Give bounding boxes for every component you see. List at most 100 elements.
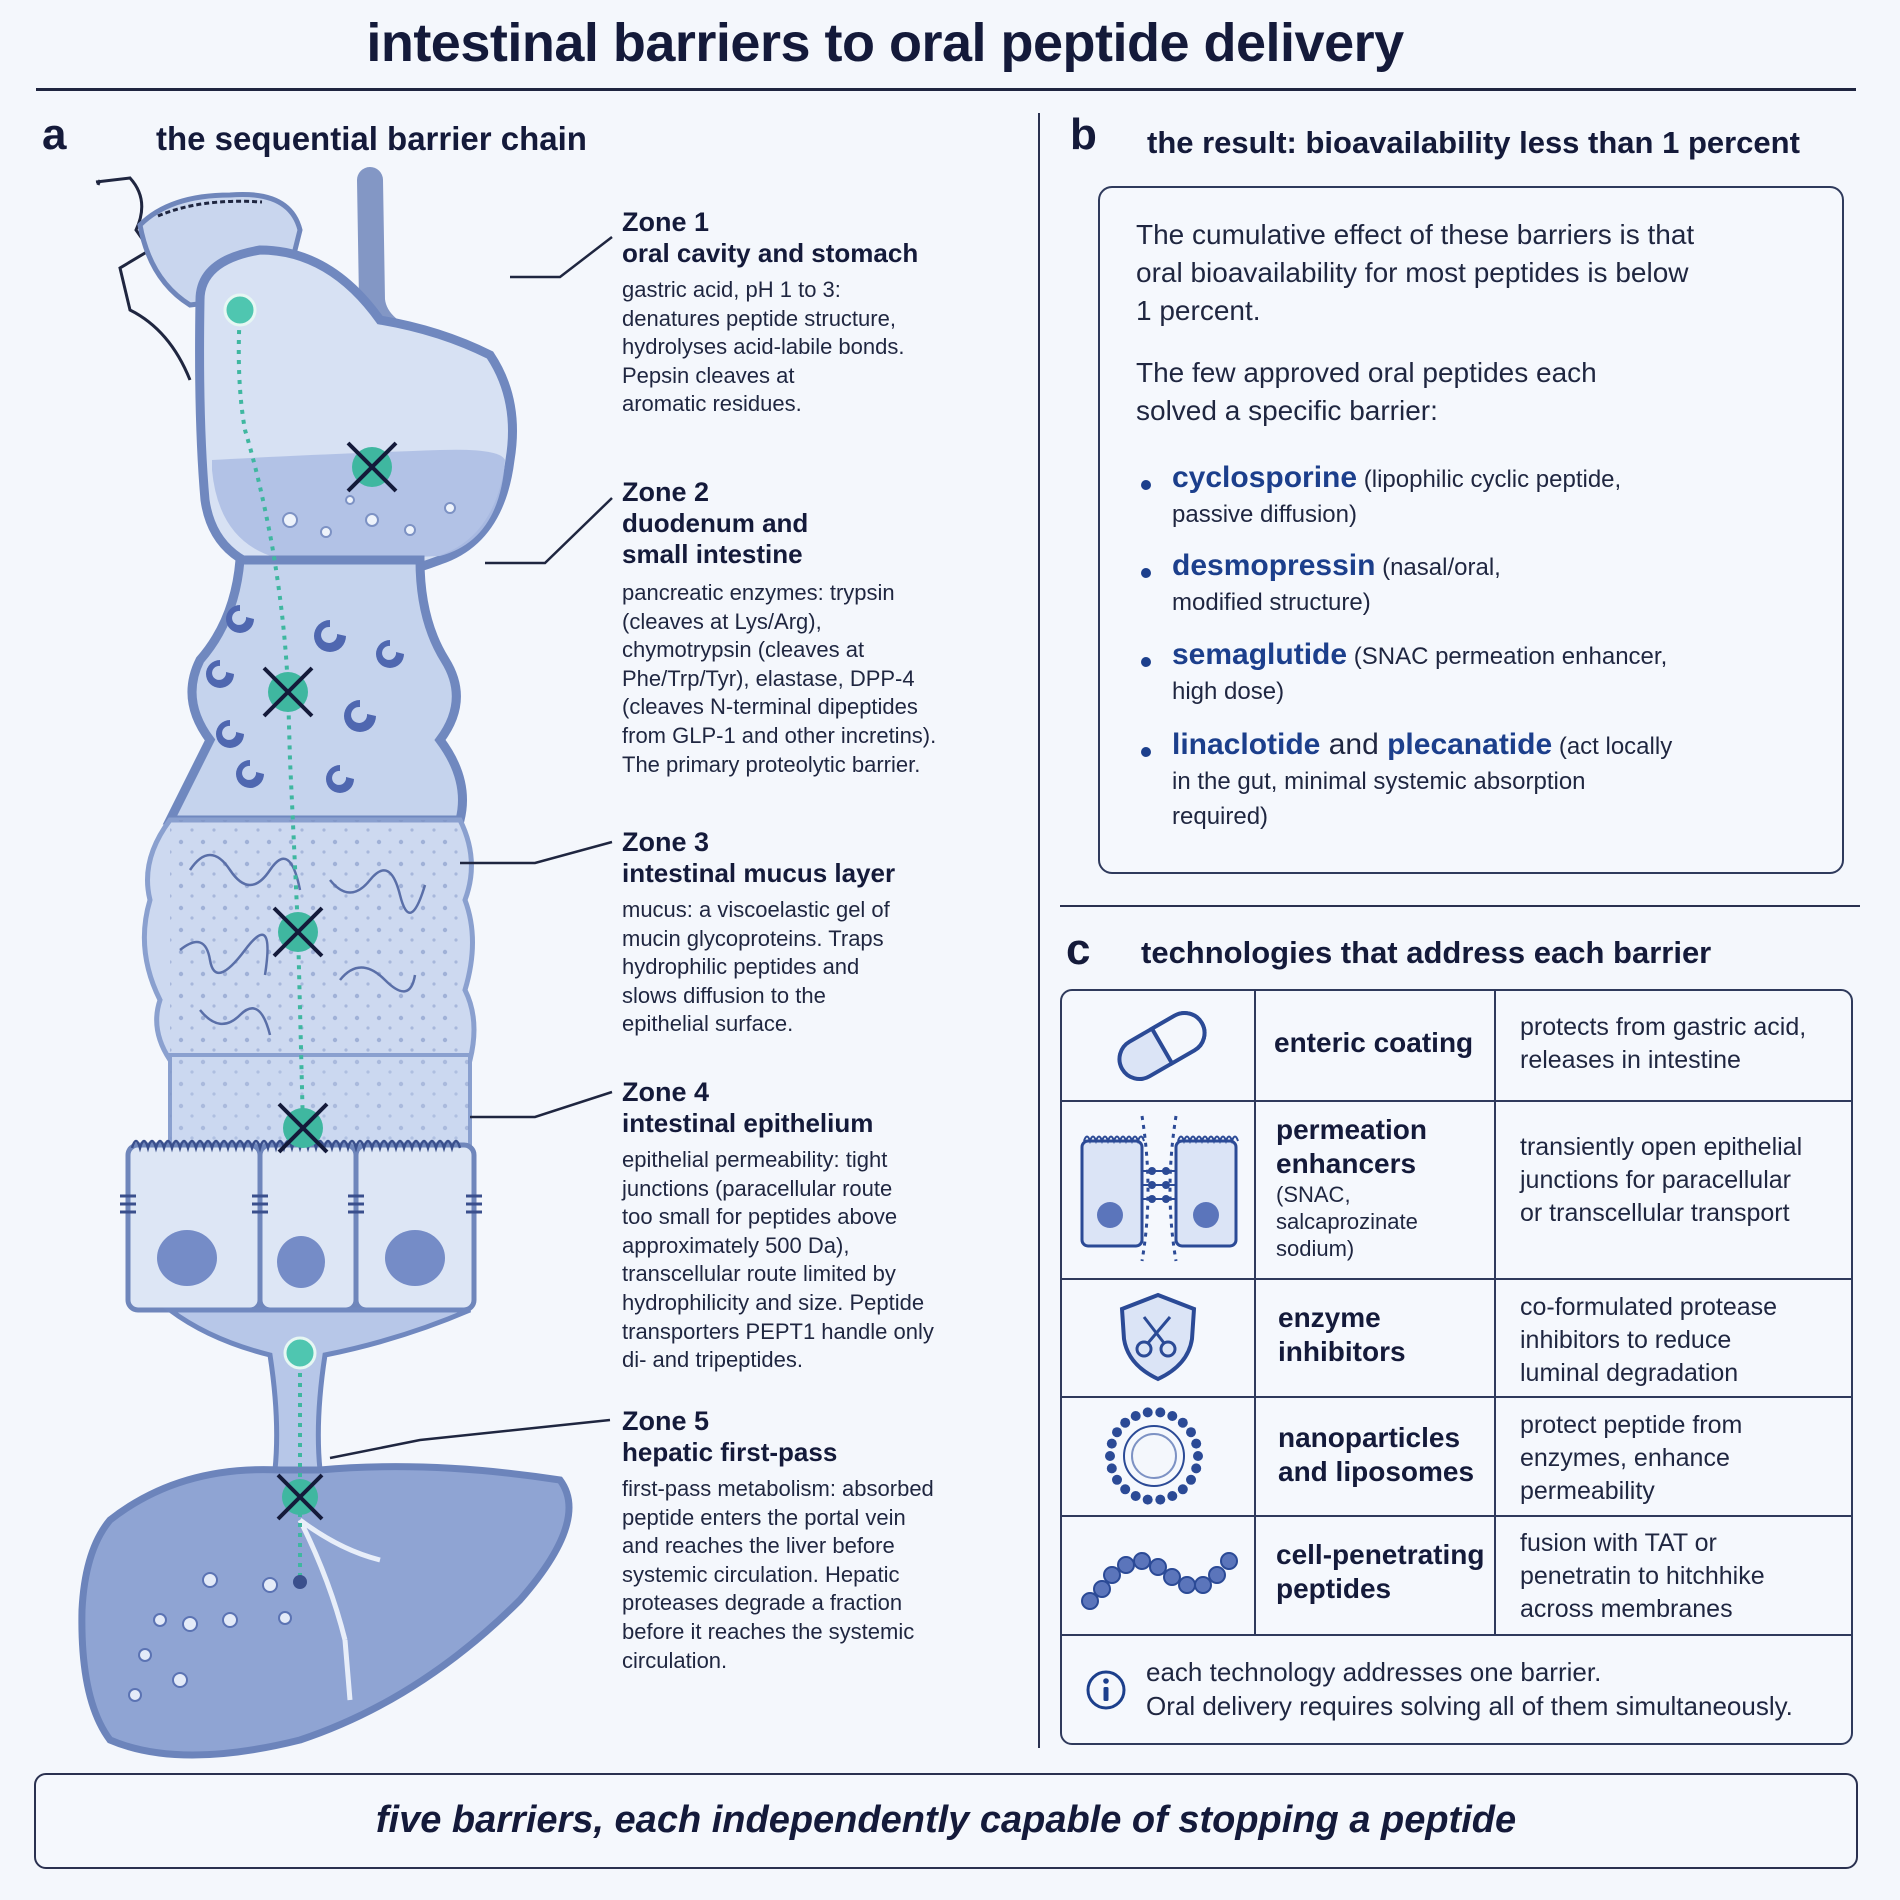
drug-note: (SNAC permeation enhancer,	[1347, 643, 1668, 670]
zone-4-label: Zone 4 intestinal epithelium epithelial …	[622, 1076, 1032, 1375]
bead-chain-icon	[1081, 1552, 1238, 1610]
description-line: across membranes	[1520, 1595, 1733, 1623]
peptide-end-marker	[293, 1575, 307, 1589]
zone-2-label: Zone 2 duodenum and small intestine panc…	[622, 476, 1032, 779]
technology-description: protects from gastric acid, releases in …	[1520, 1011, 1840, 1077]
zone-4-line: too small for peptides above	[622, 1204, 898, 1230]
description-line: fusion with TAT or	[1520, 1529, 1717, 1557]
drug-note: required)	[1172, 803, 1269, 830]
technology-description: fusion with TAT or penetratin to hitchhi…	[1520, 1527, 1840, 1626]
zone-4-title: intestinal epithelium	[622, 1108, 874, 1138]
enzyme-shapes	[206, 605, 404, 793]
zone-2-line: (cleaves N-terminal dipeptides	[622, 694, 918, 720]
zone-4-body: epithelial permeability: tight junctions…	[622, 1146, 1032, 1375]
bullet	[1141, 657, 1151, 667]
zone-1-line: Pepsin cleaves at	[622, 362, 795, 388]
zone-4-line: transcellular route limited by	[622, 1261, 896, 1287]
zone-4-line: approximately 500 Da),	[622, 1232, 850, 1258]
peptide-absorbed-marker	[283, 1336, 317, 1370]
zone-2-title-line: small intestine	[622, 539, 803, 569]
table-row-divider	[1062, 1100, 1852, 1102]
approved-peptide-item: linaclotide and plecanatide (act locally…	[1172, 727, 1832, 834]
technology-name-line: permeation	[1276, 1114, 1427, 1145]
table-row-divider	[1062, 1278, 1852, 1280]
description-line: penetratin to hitchhike	[1520, 1562, 1765, 1590]
bullet	[1141, 480, 1151, 490]
shield-scissors-icon	[1119, 1292, 1197, 1382]
title-divider	[36, 88, 1856, 91]
zone-2-line: Phe/Trp/Tyr), elastase, DPP-4	[622, 665, 915, 691]
technology-name-line: cell-penetrating	[1276, 1539, 1485, 1570]
peptide-start-marker	[223, 293, 257, 327]
lipid-head	[1167, 1411, 1178, 1421]
technology-description: transiently open epithelial junctions fo…	[1520, 1131, 1840, 1230]
small-intestine	[162, 555, 467, 825]
zone-3-line: epithelial surface.	[622, 1011, 794, 1037]
drug-note: (act locally	[1552, 733, 1673, 760]
barrier-x-markers	[262, 441, 398, 1521]
technology-name: nanoparticles and liposomes	[1278, 1421, 1493, 1489]
summary-line: oral bioavailability for most peptides i…	[1136, 257, 1689, 288]
lipid-head	[1177, 1484, 1188, 1495]
technology-name-line: enzyme	[1278, 1302, 1381, 1333]
drug-name: linaclotide	[1172, 728, 1321, 761]
summary-line: 1 percent.	[1136, 295, 1261, 326]
lipid-head	[1193, 1451, 1203, 1461]
lipid-head	[1130, 1411, 1141, 1421]
lipid-head	[1106, 1463, 1117, 1474]
zone-1-head: Zone 1	[622, 207, 710, 237]
zone-3-label: Zone 3 intestinal mucus layer mucus: a v…	[622, 826, 1032, 1039]
approved-peptides-intro: The few approved oral peptides each solv…	[1136, 354, 1826, 430]
drug-name: desmopressin	[1172, 549, 1376, 582]
zone-1-line: gastric acid, pH 1 to 3:	[622, 277, 841, 302]
zone-1-body: gastric acid, pH 1 to 3: denatures pepti…	[622, 276, 1032, 419]
description-line: enzymes, enhance	[1520, 1444, 1730, 1472]
table-column-divider	[1254, 991, 1256, 1634]
liver	[78, 1463, 573, 1759]
technology-name-line: inhibitors	[1278, 1336, 1406, 1367]
zone-1-line: denatures peptide structure,	[622, 305, 896, 331]
lipid-head	[1186, 1474, 1196, 1485]
gut-tract-illustration	[78, 167, 613, 1759]
description-line: junctions for paracellular	[1520, 1166, 1791, 1194]
drug-note: high dose)	[1172, 678, 1285, 705]
panel-a-letter: a	[42, 110, 67, 159]
lipid-head	[1186, 1427, 1196, 1438]
technology-name-line: enteric coating	[1274, 1027, 1474, 1058]
zone-2-body: pancreatic enzymes: trypsin (cleaves at …	[622, 579, 1032, 779]
epithelial-cells	[120, 1139, 482, 1313]
zone-5-line: and reaches the liver before	[622, 1533, 895, 1559]
mucin-strands	[179, 853, 427, 1036]
zone-2-line: (cleaves at Lys/Arg),	[622, 608, 822, 634]
lipid-head	[1142, 1407, 1153, 1418]
intro-line: The few approved oral peptides each	[1136, 357, 1597, 388]
epithelial-junction-icon	[1080, 1115, 1239, 1262]
zone-3-line: mucin glycoproteins. Traps	[622, 925, 884, 951]
technology-name-line: and liposomes	[1278, 1456, 1475, 1487]
technology-name-line: peptides	[1276, 1573, 1392, 1604]
footer-banner: five barriers, each independently capabl…	[34, 1773, 1858, 1869]
bioavailability-box: The cumulative effect of these barriers …	[1098, 186, 1844, 874]
note-line: each technology addresses one barrier.	[1146, 1657, 1602, 1687]
zone-5-title: hepatic first-pass	[622, 1437, 838, 1467]
technology-name-line: nanoparticles	[1278, 1422, 1461, 1453]
info-icon	[1086, 1670, 1126, 1710]
bullet	[1141, 568, 1151, 578]
footer-text: five barriers, each independently capabl…	[375, 1799, 1517, 1841]
zone-leader-lines	[329, 236, 613, 1460]
lipid-head	[1177, 1417, 1188, 1428]
description-line: protect peptide from	[1520, 1411, 1743, 1439]
zone-1-label: Zone 1 oral cavity and stomach gastric a…	[622, 206, 1032, 419]
lipid-head	[1112, 1474, 1122, 1485]
zone-1-line: hydrolyses acid-labile bonds.	[622, 334, 905, 360]
zone-4-line: junctions (paracellular route	[622, 1175, 893, 1201]
zone-5-body: first-pass metabolism: absorbed peptide …	[622, 1475, 1032, 1675]
zone-4-line: transporters PEPT1 handle only	[622, 1318, 934, 1344]
bioavailability-summary: The cumulative effect of these barriers …	[1136, 216, 1826, 330]
zone-5-line: peptide enters the portal vein	[622, 1504, 906, 1530]
intro-line: solved a specific barrier:	[1136, 395, 1438, 426]
approved-peptide-item: cyclosporine (lipophilic cyclic peptide,…	[1172, 460, 1832, 532]
technology-note: each technology addresses one barrier. O…	[1146, 1655, 1846, 1723]
zone-2-line: pancreatic enzymes: trypsin	[622, 580, 895, 605]
portal-vein	[162, 1307, 471, 1473]
